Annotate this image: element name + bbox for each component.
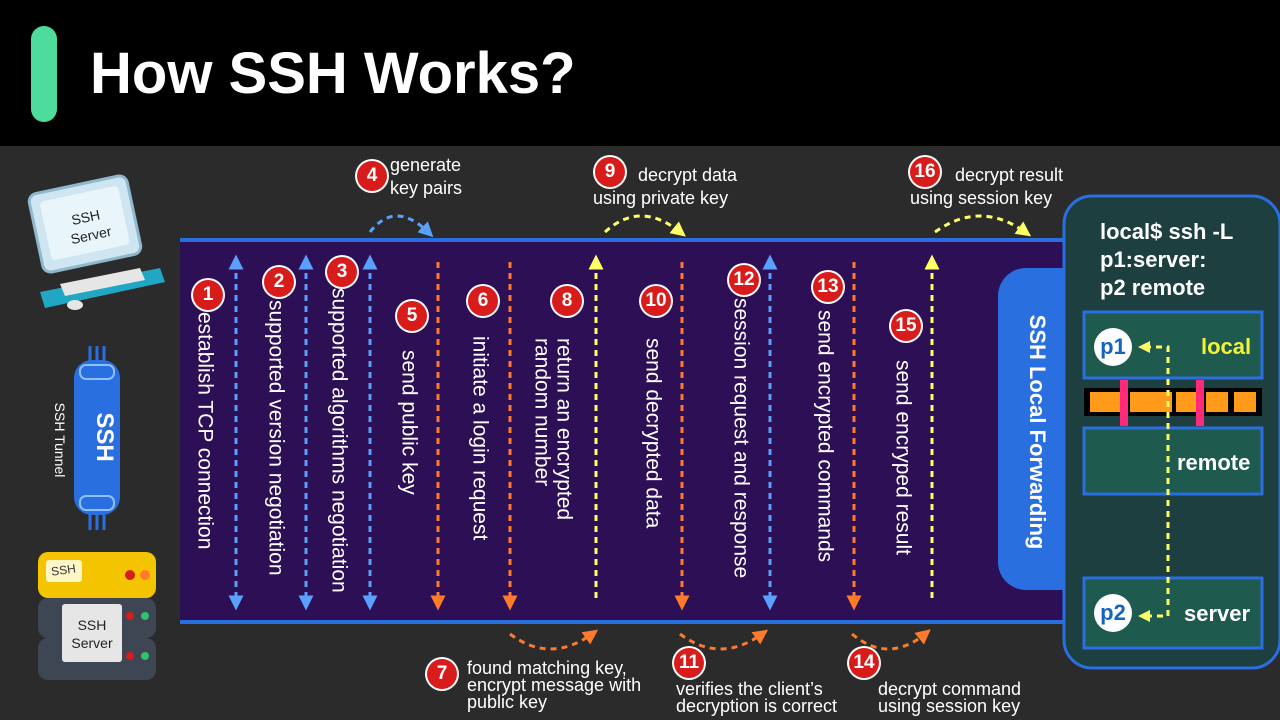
step-6-label: initiate a login request — [469, 336, 492, 540]
step-10-label: send decrypted data — [642, 338, 665, 529]
remote-label: remote — [1177, 450, 1251, 475]
step-13-badge: 13 — [813, 272, 843, 302]
note-9-arrow — [603, 214, 686, 237]
step-12-badge: 12 — [729, 265, 759, 295]
svg-text:Server: Server — [71, 635, 113, 651]
step-8-label: return an encrypted — [553, 338, 576, 520]
step-3-badge: 3 — [327, 257, 357, 287]
note-14-arrow — [851, 629, 931, 651]
note-14-badge: 14 — [849, 648, 879, 678]
step-8-badge: 8 — [552, 286, 582, 316]
step-5-badge: 5 — [397, 301, 427, 331]
step-3-label: supported algorithms negotiation — [328, 288, 351, 593]
step-2-badge: 2 — [264, 267, 294, 297]
tunnel-icon — [74, 346, 120, 530]
ssh-command: local$ ssh -L p1:server: p2 remote — [1100, 219, 1234, 300]
protocol-band — [180, 240, 1065, 622]
step-10-badge: 10 — [641, 286, 671, 316]
svg-text:SSH: SSH — [70, 206, 101, 228]
note-4-arrow — [368, 214, 434, 238]
accent-bar — [31, 26, 57, 122]
p1-port: p1 — [1094, 328, 1132, 366]
note-16-arrow — [934, 214, 1032, 237]
step-5-label: send public key — [398, 350, 421, 495]
page-title: How SSH Works? — [90, 41, 576, 106]
note-7-text: found matching key, encrypt message with… — [467, 658, 642, 712]
note-16-badge: 16 — [910, 157, 940, 187]
note-7-badge: 7 — [427, 659, 457, 689]
step-13-label: send encrypted commands — [814, 310, 837, 562]
server-icon — [38, 552, 156, 680]
note-4-text: generate key pairs — [390, 155, 463, 198]
step-12-label: session request and response — [730, 298, 753, 578]
step-6-badge: 6 — [468, 286, 498, 316]
tunnel-caption: SSH Tunnel — [52, 403, 68, 478]
step-8-label: random number — [531, 338, 554, 486]
tunnel-label: SSH — [91, 412, 118, 461]
note-9-text: decrypt data using private key — [593, 165, 738, 208]
note-11-text: verifies the client’s decryption is corr… — [676, 679, 838, 716]
note-4-badge: 4 — [357, 161, 387, 191]
svg-text:SSH: SSH — [78, 617, 107, 633]
note-11-arrow — [679, 629, 769, 651]
step-15-badge: 15 — [891, 311, 921, 341]
note-7-arrow — [509, 629, 599, 651]
header-bar: How SSH Works? — [0, 0, 1280, 146]
note-14-text: decrypt command using session key — [878, 679, 1022, 716]
step-1-badge: 1 — [193, 280, 223, 310]
server-label: server — [1184, 601, 1251, 626]
step-2-label: supported version negotiation — [265, 300, 288, 576]
local-label: local — [1201, 334, 1252, 359]
svg-text:SSH: SSH — [50, 561, 76, 578]
note-9-badge: 9 — [595, 157, 625, 187]
p2-port: p2 — [1094, 594, 1132, 632]
client-computer-icon — [27, 174, 165, 310]
step-15-label: send encryped result — [892, 360, 915, 555]
note-11-badge: 11 — [674, 648, 704, 678]
forwarding-tab-label: SSH Local Forwarding — [1025, 315, 1050, 550]
forwarding-path — [1145, 345, 1170, 618]
remote-box — [1082, 426, 1264, 496]
note-16-text: decrypt result using session key — [910, 165, 1064, 208]
step-1-label: establish TCP connection — [194, 312, 217, 549]
